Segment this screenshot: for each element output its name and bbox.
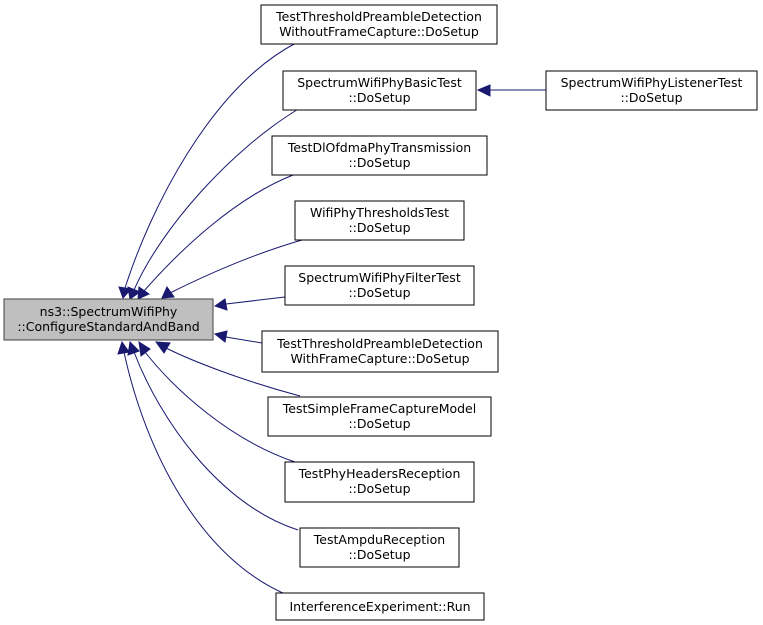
caller-node-n8-line1: TestPhyHeadersReception bbox=[298, 466, 461, 481]
caller-node-n10-line1: InterferenceExperiment::Run bbox=[289, 599, 470, 614]
caller-node-n4[interactable]: WifiPhyThresholdsTest ::DoSetup bbox=[294, 200, 465, 241]
caller-node-n11-line1: SpectrumWifiPhyListenerTest bbox=[561, 75, 743, 90]
caller-node-n8[interactable]: TestPhyHeadersReception ::DoSetup bbox=[284, 461, 475, 503]
arrow-n10-to-root bbox=[117, 340, 130, 355]
caller-node-n3-box bbox=[271, 135, 488, 176]
caller-node-n5-line2: ::DoSetup bbox=[348, 285, 410, 300]
caller-node-n1-line2: WithoutFrameCapture::DoSetup bbox=[279, 24, 479, 39]
caller-node-n7-line1: TestSimpleFrameCaptureModel bbox=[282, 401, 476, 416]
edge-n9-to-root bbox=[133, 351, 299, 531]
arrow-n5-to-root bbox=[213, 298, 228, 311]
arrow-n7-to-root bbox=[154, 341, 171, 354]
edge-n6-to-root bbox=[225, 336, 263, 344]
caller-node-n10[interactable]: InterferenceExperiment::Run bbox=[275, 592, 485, 621]
caller-node-n2-box bbox=[282, 70, 477, 111]
caller-node-n9-line1: TestAmpduReception bbox=[313, 532, 445, 547]
edge-n7-to-root bbox=[165, 347, 301, 397]
edge-n10-to-root bbox=[123, 351, 291, 597]
caller-node-n2-line2: ::DoSetup bbox=[348, 90, 410, 105]
caller-node-n7-box bbox=[267, 396, 492, 437]
caller-node-n1[interactable]: TestThresholdPreambleDetection WithoutFr… bbox=[260, 4, 498, 45]
caller-node-n6-box bbox=[261, 330, 499, 373]
caller-node-n11-line2: ::DoSetup bbox=[620, 90, 682, 105]
caller-node-n7[interactable]: TestSimpleFrameCaptureModel ::DoSetup bbox=[267, 396, 492, 437]
arrow-n2-to-root bbox=[127, 286, 142, 300]
root-node-line1: ns3::SpectrumWifiPhy bbox=[40, 304, 178, 319]
caller-node-n6-line1: TestThresholdPreambleDetection bbox=[276, 336, 483, 351]
caller-node-n3-line1: TestDlOfdmaPhyTransmission bbox=[287, 140, 471, 155]
edge-n2-to-root bbox=[133, 107, 301, 291]
caller-node-n4-line2: ::DoSetup bbox=[348, 220, 410, 235]
caller-node-n1-box bbox=[260, 4, 498, 45]
arrow-n8-to-root bbox=[138, 340, 151, 357]
edge-n1-to-root bbox=[124, 42, 297, 289]
arrow-n11-to-n2 bbox=[476, 84, 491, 97]
caller-node-n8-line2: ::DoSetup bbox=[348, 481, 410, 496]
arrow-n9-to-root bbox=[127, 340, 140, 356]
caller-node-n11-box bbox=[545, 70, 758, 111]
caller-node-n3-line2: ::DoSetup bbox=[348, 155, 410, 170]
edge-n8-to-root bbox=[144, 351, 296, 463]
arrow-n3-to-root bbox=[137, 286, 151, 300]
caller-node-n6[interactable]: TestThresholdPreambleDetection WithFrame… bbox=[261, 330, 499, 373]
caller-node-n11[interactable]: SpectrumWifiPhyListenerTest ::DoSetup bbox=[545, 70, 758, 111]
caller-node-n10-box bbox=[275, 592, 485, 621]
caller-node-n9[interactable]: TestAmpduReception ::DoSetup bbox=[299, 527, 460, 568]
caller-node-n5[interactable]: SpectrumWifiPhyFilterTest ::DoSetup bbox=[284, 265, 475, 306]
caller-node-n7-line2: ::DoSetup bbox=[348, 416, 410, 431]
caller-node-n9-box bbox=[299, 527, 460, 568]
caller-node-n5-box bbox=[284, 265, 475, 306]
caller-node-n4-box bbox=[294, 200, 465, 241]
caller-node-n3[interactable]: TestDlOfdmaPhyTransmission ::DoSetup bbox=[271, 135, 488, 176]
edge-n5-to-root bbox=[225, 296, 286, 305]
caller-node-n1-line1: TestThresholdPreambleDetection bbox=[275, 9, 482, 24]
caller-node-n5-line1: SpectrumWifiPhyFilterTest bbox=[298, 270, 461, 285]
caller-node-n2[interactable]: SpectrumWifiPhyBasicTest ::DoSetup bbox=[282, 70, 477, 111]
caller-node-n9-line2: ::DoSetup bbox=[348, 547, 410, 562]
edge-n4-to-root bbox=[169, 239, 303, 294]
root-node[interactable]: ns3::SpectrumWifiPhy ::ConfigureStandard… bbox=[3, 298, 214, 341]
caller-node-n2-line1: SpectrumWifiPhyBasicTest bbox=[297, 75, 462, 90]
arrow-n4-to-root bbox=[161, 285, 175, 299]
arrow-n6-to-root bbox=[213, 330, 228, 343]
root-node-box bbox=[3, 298, 214, 341]
caller-node-n4-line1: WifiPhyThresholdsTest bbox=[310, 205, 449, 220]
root-node-line2: ::ConfigureStandardAndBand bbox=[17, 319, 199, 334]
edge-n3-to-root bbox=[143, 174, 294, 292]
caller-node-n8-box bbox=[284, 461, 475, 503]
caller-node-n6-line2: WithFrameCapture::DoSetup bbox=[290, 351, 469, 366]
edges bbox=[117, 42, 546, 597]
